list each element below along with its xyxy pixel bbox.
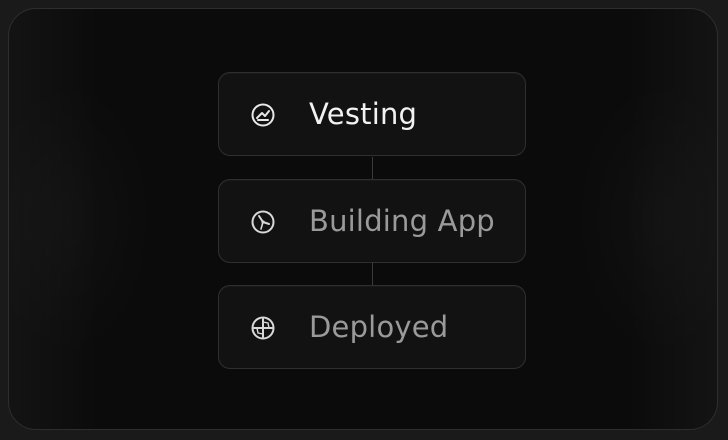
step-card-building-app[interactable]: Building App [218,179,526,263]
building-app-icon [251,210,275,234]
step-label: Vesting [309,97,418,131]
step-card-vesting[interactable]: Vesting [218,72,526,156]
step-connector [372,157,373,179]
step-card-deployed[interactable]: Deployed [218,285,526,369]
vesting-icon [251,103,275,127]
step-connector [372,262,373,285]
deployed-icon [251,316,275,340]
step-label: Deployed [309,310,449,344]
workflow-panel: Vesting Building App Deployed [8,8,718,430]
step-label: Building App [309,204,495,238]
